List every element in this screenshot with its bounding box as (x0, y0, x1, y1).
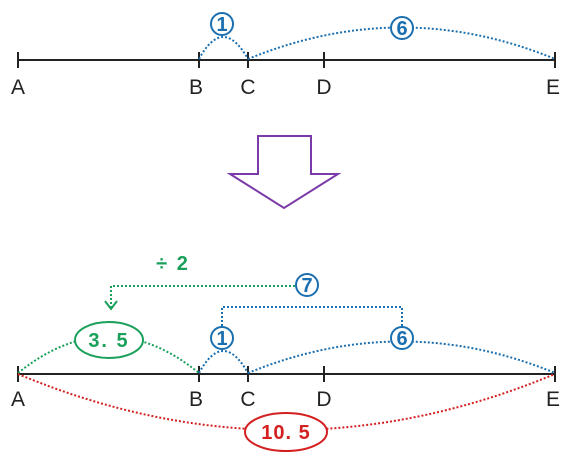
bottom-circle-ce (390, 326, 414, 350)
bottom-label-b: B (189, 388, 203, 411)
top-label-b: B (189, 76, 203, 99)
sum-circle (295, 273, 319, 297)
bottom-label-d: D (316, 388, 331, 411)
bottom-label-ce: 6 (396, 328, 407, 350)
divide-operation: ÷ 2 (156, 253, 190, 275)
bottom-label-bc: 1 (216, 328, 227, 350)
bottom-arc-ae (17, 373, 556, 431)
top-circle-bc (210, 12, 234, 36)
bottom-arc-bc (198, 350, 249, 374)
bottom-arc-ab (17, 335, 200, 374)
top-number-line: A B C D E 1 6 (11, 12, 560, 99)
bottom-label-c: C (240, 388, 255, 411)
bottom-label-e: E (546, 388, 560, 411)
ae-value-oval (244, 412, 328, 452)
sum-label: 7 (301, 275, 312, 297)
top-arc-bc (198, 36, 249, 60)
top-label-d: D (316, 76, 331, 99)
down-arrow (226, 135, 342, 210)
sum-bracket (221, 306, 403, 326)
top-label-c: C (240, 76, 255, 99)
bottom-number-line: A B C D E 3. 5 ÷ 2 1 6 7 10. 5 (11, 253, 560, 452)
bottom-circle-bc (210, 326, 234, 350)
divide-pointer-head (104, 300, 118, 311)
divide-pointer-line (110, 285, 295, 307)
top-label-e: E (546, 76, 560, 99)
bottom-label-a: A (11, 388, 25, 411)
ab-value: 3. 5 (88, 330, 129, 352)
ae-value: 10. 5 (261, 422, 310, 444)
top-circle-ce (390, 16, 414, 40)
ab-value-oval (74, 321, 144, 359)
top-label-ce: 6 (396, 18, 407, 40)
top-label-a: A (11, 76, 25, 99)
top-label-bc: 1 (216, 14, 227, 36)
